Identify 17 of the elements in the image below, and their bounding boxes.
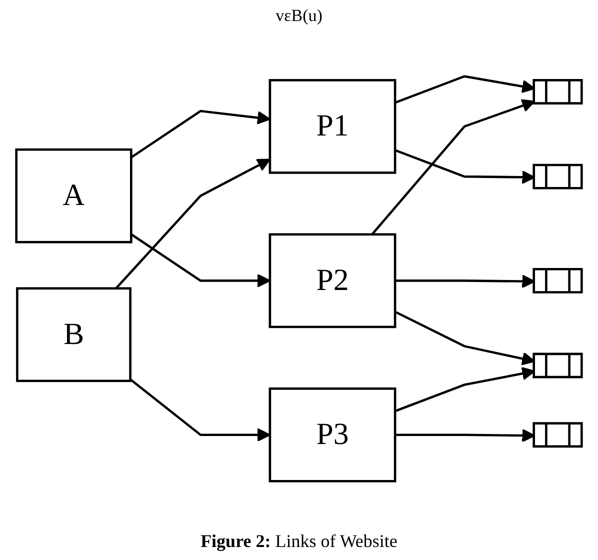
node-box: P2 — [268, 233, 396, 328]
arrow — [115, 158, 271, 289]
node-box — [532, 164, 583, 190]
node-box: P3 — [268, 387, 396, 482]
node-box: P1 — [268, 78, 396, 174]
math-label: vεB(u) — [276, 6, 322, 26]
node-box: B — [16, 286, 132, 382]
arrow — [130, 110, 271, 158]
node-box — [532, 352, 583, 378]
node-box — [532, 422, 583, 448]
node-box — [532, 78, 583, 104]
node-box — [532, 268, 583, 294]
arrow — [130, 233, 271, 288]
arrow — [371, 98, 536, 235]
node-box: A — [15, 148, 132, 244]
figure-caption: Figure 2: Links of Website — [200, 531, 398, 552]
arrow — [130, 378, 271, 442]
